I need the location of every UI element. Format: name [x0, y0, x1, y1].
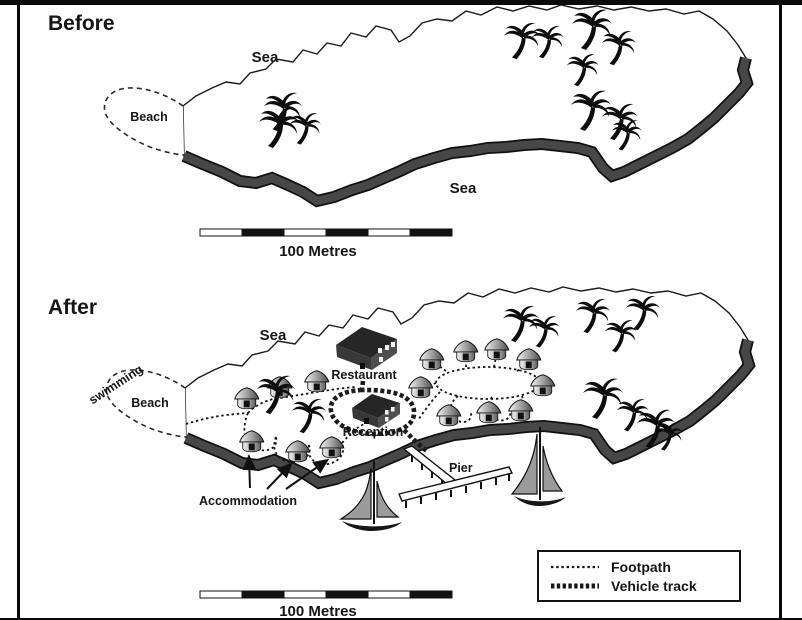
before-map: Before Sea Sea Beach — [48, 4, 747, 260]
before-island — [103, 4, 747, 201]
sea-label-north: Sea — [252, 49, 279, 66]
pier-deck — [398, 466, 514, 502]
beach-label: Beach — [130, 110, 168, 124]
before-scale-bar: 100 Metres — [199, 228, 453, 260]
legend-vehicle-track-label: Vehicle track — [611, 578, 697, 594]
pier-structure — [398, 445, 514, 508]
legend: Footpath Vehicle track — [537, 550, 741, 602]
restaurant-label: Restaurant — [331, 368, 397, 382]
after-title: After — [48, 296, 97, 319]
legend-footpath-label: Footpath — [611, 559, 671, 575]
restaurant-building — [336, 327, 397, 370]
before-title: Before — [48, 12, 115, 35]
sea-label: Sea — [260, 327, 287, 344]
reception-building — [352, 394, 400, 428]
sea-label-south: Sea — [450, 180, 477, 197]
beach-label: Beach — [131, 396, 169, 410]
scale-label: 100 Metres — [279, 603, 357, 620]
pier-ramp — [402, 445, 457, 485]
scale-label: 100 Metres — [279, 243, 357, 260]
after-map: After — [48, 286, 749, 620]
reception-label: Reception — [343, 425, 403, 439]
legend-box — [537, 550, 741, 602]
accommodation-arrows — [242, 454, 330, 490]
after-scale-bar: 100 Metres — [199, 590, 453, 620]
sailboat-icon — [338, 461, 402, 531]
pier-label: Pier — [449, 461, 473, 475]
sailboat-icon — [510, 427, 566, 506]
accommodation-label: Accommodation — [199, 494, 297, 508]
